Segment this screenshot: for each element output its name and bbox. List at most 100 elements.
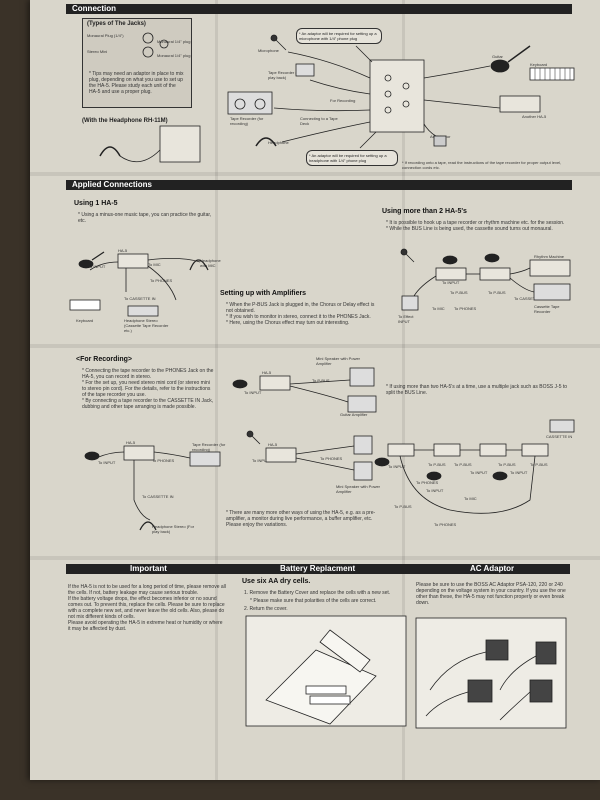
cord-another (423, 99, 501, 109)
recording-heading: <For Recording> (76, 356, 133, 363)
more2-label-phones: To PHONES (454, 306, 477, 311)
multi-label-pbus-2: To P-BUS (454, 462, 472, 467)
amp-label-guitar-amp: Guitar Amplifier (340, 412, 368, 417)
adaptor-1 (485, 639, 509, 661)
amp-label-input-1: To INPUT (244, 390, 262, 395)
multi-ha5-3 (479, 443, 507, 457)
boombox-shape (227, 91, 273, 115)
label-headphone: Headphone (268, 140, 289, 145)
important-text: If the HA-5 is not to be used for a long… (68, 584, 226, 632)
battery-step-note: * Please make sure that polarities of th… (250, 598, 377, 604)
amp-speaker-2a (353, 435, 373, 455)
more2-label-mic: To MIC (432, 306, 445, 311)
amp-note: * There are many more other ways of usin… (226, 510, 376, 528)
recording-ha5-unit (123, 445, 155, 461)
ac-adaptor-shape (433, 135, 447, 147)
multi-label-input-1: To INPUT (388, 464, 406, 469)
amp-label-pbus: To P-BUS (312, 378, 330, 383)
more2-ha5-a (435, 267, 467, 281)
recording-label-ha5: HA-5 (126, 440, 136, 445)
battery-cell-2 (309, 695, 351, 705)
battery-heading: Use six AA dry cells. (242, 578, 311, 585)
multi-label-mic: To MIC (464, 496, 477, 501)
recording-label-cassette: To CASSETTE IN (142, 494, 174, 499)
cord-tape-playback (309, 79, 371, 95)
amp-label-mini-speaker-1: Mini Speaker with Power Amplifier (316, 356, 361, 366)
multi-label-pbus-4: To P-BUS (530, 462, 548, 467)
headphone-caption: (With the Headphone RH-11M) (82, 118, 168, 124)
multi-label-input-2: To INPUT (470, 470, 488, 475)
adaptor-3 (467, 679, 493, 703)
using1-text: * Using a minus-one music tape, you can … (78, 212, 212, 224)
jack-types-box: (Types of The Jacks) Monaural Plug (1/4"… (82, 18, 192, 108)
manual-sheet: Connection (Types of The Jacks) Monaural… (30, 0, 600, 780)
recording-label-phones: To PHONES (152, 458, 175, 463)
multi-label-pbus-1: To P-BUS (428, 462, 446, 467)
multi-ha5-1 (387, 443, 415, 457)
label-tape-deck: Connecting to a Tape Deck (300, 116, 338, 126)
jack-label-3: Monaural 1/4" plug (157, 39, 191, 44)
jack-label-1: Monaural Plug (1/4") (87, 33, 124, 38)
label-keyboard: Keyboard (530, 62, 548, 67)
more2-label-effect: To Effect INPUT (398, 314, 414, 324)
multi-label-phones-2: To PHONES (434, 522, 457, 527)
multi-label-pbus-3: To P-BUS (498, 462, 516, 467)
multi-label-cassette: CASSETTE IN (546, 434, 573, 439)
fold-line-vertical-1 (215, 0, 218, 780)
important-title: Important (130, 564, 167, 573)
multi-label-phones-1: To PHONES (416, 480, 439, 485)
battery-step-1: 1. Remove the Battery Cover and replace … (244, 590, 391, 596)
amplifiers-text: * When the P-BUS Jack is plugged in, the… (226, 302, 375, 326)
recording-label-headphone-stereo: Headphone Stereo (For play back) (152, 524, 195, 534)
adaptor-note-top: * An adaptor will be required for settin… (296, 28, 382, 44)
recording-tape-recorder (189, 451, 221, 467)
more2-effect (401, 295, 419, 311)
multi-label-pbus-5: To P-BUS (394, 504, 412, 509)
ac-adaptor-bar: AC Adaptor (414, 564, 570, 574)
multi-label-input-4: To INPUT (426, 488, 444, 493)
using1-keyboard (69, 299, 101, 311)
headphone-shape (255, 137, 277, 147)
battery-step-2: 2. Return the cover. (244, 606, 288, 612)
more2-label-input: To INPUT (442, 280, 460, 285)
more2-label-cassette-recorder: Cassette Tape Recorder (534, 304, 560, 314)
using1-label-phones: To PHONES (150, 278, 173, 283)
multi-cassette (549, 419, 575, 433)
more2-text: * It is possible to hook up a tape recor… (386, 220, 565, 232)
important-bar: Important (66, 564, 242, 574)
tape-playback-shape (295, 63, 315, 77)
more2-label-cassette: To CASSETTE IN (514, 296, 546, 301)
fold-line-horizontal-2 (30, 344, 600, 348)
more2-rhythm (529, 259, 571, 277)
battery-cell-1 (305, 685, 347, 695)
jack-types-caption: (Types of The Jacks) (87, 21, 146, 27)
using1-guitar (78, 259, 94, 269)
recording-text: * Connecting the tape recorder to the PH… (82, 368, 214, 410)
headphone-unit-shape (159, 125, 201, 163)
using1-label-ha5: HA-5 (118, 248, 128, 253)
ha5-unit-main (369, 59, 425, 133)
recording-note: * If recording onto a tape, read the ins… (402, 160, 562, 170)
using1-ha5-unit (117, 253, 149, 269)
more2-label-rhythm: Rhythm Machine (534, 254, 565, 259)
manual-diagrams (69, 32, 575, 729)
ha5-jack-5 (402, 100, 410, 108)
amp-label-ha5-2: HA-5 (268, 442, 278, 447)
jack-label-4: Monaural 1/4" plug (157, 53, 191, 58)
using1-label-headphone-mic: Headphone with MIC (200, 258, 221, 268)
cord-headphone (281, 121, 371, 143)
another-ha5-shape (499, 95, 541, 113)
amp-label-mini-speaker-2: Mini Speaker with Power Amplifier (336, 484, 381, 494)
connection-title-bar: Connection (66, 4, 572, 14)
ac-adaptor-title: AC Adaptor (470, 564, 515, 573)
amp-ha5-2 (265, 447, 297, 463)
amp-label-ha5-1: HA-5 (262, 370, 272, 375)
jack-tip-text: * Tips may need an adaptor in place to m… (89, 71, 184, 95)
ac-adaptor-illustration-frame (415, 617, 567, 729)
battery-bar: Battery Replacment (240, 564, 416, 574)
amp-label-input-2: To INPUT (252, 458, 270, 463)
using1-label-keyboard: Keyboard (76, 318, 94, 323)
cord-adaptor-bottom (359, 131, 377, 149)
adaptor-4 (529, 679, 553, 703)
multi-note: * If using more than two HA-5's at a tim… (386, 384, 568, 396)
